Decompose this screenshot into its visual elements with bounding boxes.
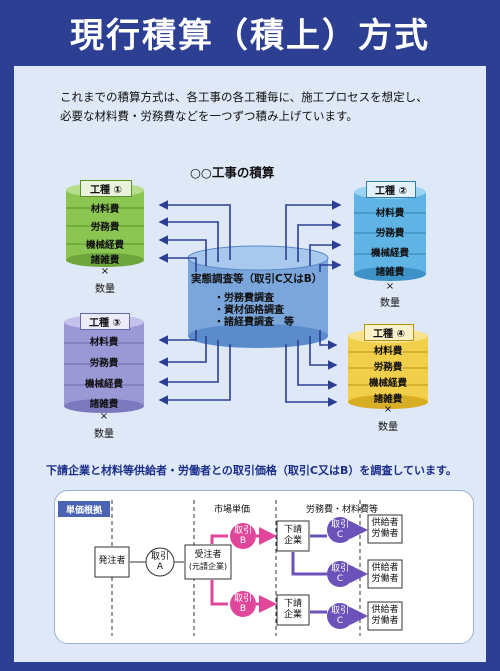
supplier-line-2: 労働者 [371,616,399,626]
work-2-times: × [385,281,395,292]
sub-line-1: 下請 [283,525,302,535]
supplier-line-1: 供給者 [371,518,399,528]
work-1-qty: 数量 [95,284,115,295]
work-2-cost-labor: 労務費 [375,228,405,239]
trade-c-line-2: C [336,574,344,584]
trade-a-label: 取引 A [148,552,172,572]
trade-c-label-3: 取引 C [328,606,352,626]
trade-b-line-2: B [239,604,247,614]
market-price-header: 市場単価 [214,505,251,515]
work-3-cost-material: 材料費 [89,337,119,348]
work-1-cost-machine: 機械経費 [85,240,124,251]
sub-line-2: 企業 [283,610,302,620]
center-items: ・労務費調査 ・資材価格調査 ・諸経費調査 等 [214,293,294,329]
work-3-cost-machine: 機械経費 [84,379,123,390]
diagram-title: ○○工事の積算 [190,165,275,180]
contractor-box: 受注者 (元請企業) [185,550,231,572]
page-title: 現行積算（積上）方式 [2,2,498,62]
work-1-cost-labor: 労務費 [90,222,120,233]
supplier-box-2: 供給者 労働者 [368,563,402,585]
trade-c-line-2: C [336,530,344,540]
intro-text: これまでの積算方式は、各工事の各工種毎に、施工プロセスを想定し、 必要な材料費・… [60,88,480,126]
survey-text: 下請企業と材料等供給者・労働者との取引価格（取引C又はB）を調査しています。 [46,464,457,477]
supplier-box-3: 供給者 労働者 [368,605,402,627]
center-item: ・資材価格調査 [214,305,284,316]
work-4-cost-labor: 労務費 [373,362,403,373]
flow-panel [54,490,474,644]
trade-c-line-1: 取引 [330,606,349,616]
intro-line-1: これまでの積算方式は、各工事の各工種毎に、施工プロセスを想定し、 [60,90,428,104]
labor-material-header: 労務費・材料費等 [306,505,379,515]
sub-line-2: 企業 [283,536,302,546]
work-1-cost-material: 材料費 [90,204,120,215]
work-1-cost-misc: 諸雑費 [90,255,120,266]
supplier-line-1: 供給者 [371,563,399,573]
work-2-cost-material: 材料費 [375,208,405,219]
trade-b-line-1: 取引 [233,594,252,604]
work-4-cost-machine: 機械経費 [368,378,407,389]
work-2-cost-misc: 諸雑費 [375,267,405,278]
work-4-times: × [383,404,393,415]
supplier-line-2: 労働者 [371,529,399,539]
work-2-qty: 数量 [380,298,400,309]
trade-b-line-1: 取引 [233,526,252,536]
work-3-times: × [99,411,109,422]
work-2-label: 工種 ② [366,181,416,198]
trade-b-top-label: 取引 B [231,526,255,546]
center-item: ・労務費調査 [214,293,274,304]
work-4-qty: 数量 [378,422,398,433]
supplier-box-1: 供給者 労働者 [368,518,402,540]
trade-b-line-2: B [239,536,247,546]
center-item: ・諸経費調査 等 [214,317,294,328]
work-3-cost-labor: 労務費 [89,358,119,369]
work-4-label: 工種 ④ [364,324,414,341]
intro-line-2: 必要な材料費・労務費などを一つずつ積み上げています。 [60,109,358,123]
unit-price-basis-tag: 単価根拠 [58,501,110,517]
trade-a-line-2: A [156,562,164,572]
contractor-line-1: 受注者 [194,550,222,560]
work-1-label: 工種 ① [80,180,132,197]
subcontractor-box-bottom: 下請 企業 [277,599,309,621]
trade-c-line-2: C [336,616,344,626]
trade-b-bottom-label: 取引 B [231,594,255,614]
supplier-line-1: 供給者 [371,605,399,615]
trade-a-line-1: 取引 [150,552,169,562]
work-3-cost-misc: 諸雑費 [89,399,119,410]
trade-c-label-2: 取引 C [328,564,352,584]
work-3-qty: 数量 [94,429,114,440]
trade-c-line-1: 取引 [330,564,349,574]
work-4-cost-misc: 諸雑費 [373,394,403,405]
trade-c-label-1: 取引 C [328,520,352,540]
arrows-right [285,200,342,407]
center-title: 実態調査等（取引C又はB） [191,273,323,285]
work-3-cylinder [64,315,144,413]
work-1-times: × [100,266,110,277]
work-2-cost-machine: 機械経費 [370,248,409,259]
subcontractor-box-top: 下請 企業 [277,525,309,547]
arrows-left [158,200,231,405]
center-survey-cylinder [187,245,329,348]
supplier-line-2: 労働者 [371,574,399,584]
client-box: 発注者 [98,556,126,566]
work-4-cost-material: 材料費 [373,346,403,357]
trade-c-line-1: 取引 [330,520,349,530]
sub-line-1: 下請 [283,599,302,609]
contractor-line-2: (元請企業) [188,562,228,571]
work-3-label: 工種 ③ [80,313,130,330]
